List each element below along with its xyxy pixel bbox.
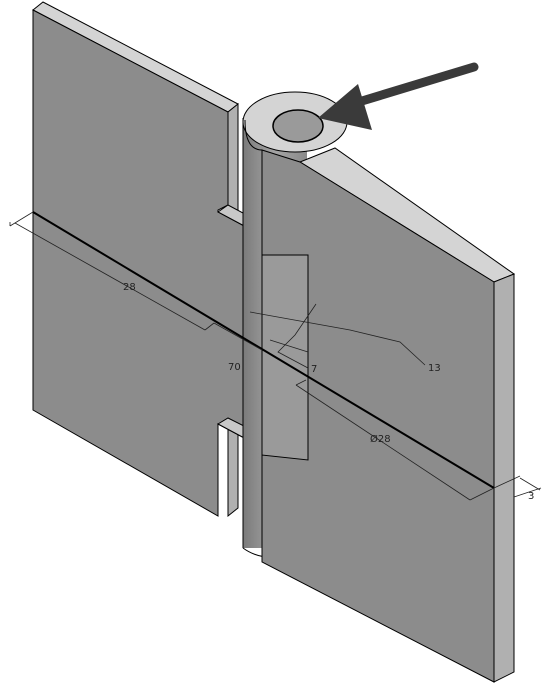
dim-center-length: 70 bbox=[228, 362, 241, 373]
pin-hole bbox=[272, 109, 324, 143]
dimension-annotations bbox=[9, 211, 542, 501]
pointer-arrow-icon bbox=[318, 62, 479, 130]
dim-pin-offset: 7 bbox=[311, 364, 317, 375]
section-line bbox=[32, 211, 495, 489]
dim-leader-value: 13 bbox=[428, 363, 441, 374]
right-hinge-leaf bbox=[244, 119, 516, 683]
inner-bore-section bbox=[261, 254, 309, 466]
left-leaf-front-face bbox=[32, 9, 249, 517]
right-leaf-side-face bbox=[493, 273, 515, 683]
dim-thickness: 3 bbox=[528, 491, 534, 502]
left-hinge-leaf bbox=[32, 1, 259, 518]
knuckle-wrap-edge bbox=[244, 119, 263, 151]
dim-right-length: Ø28 bbox=[370, 433, 391, 445]
dim-left-length: 28 bbox=[123, 282, 136, 293]
